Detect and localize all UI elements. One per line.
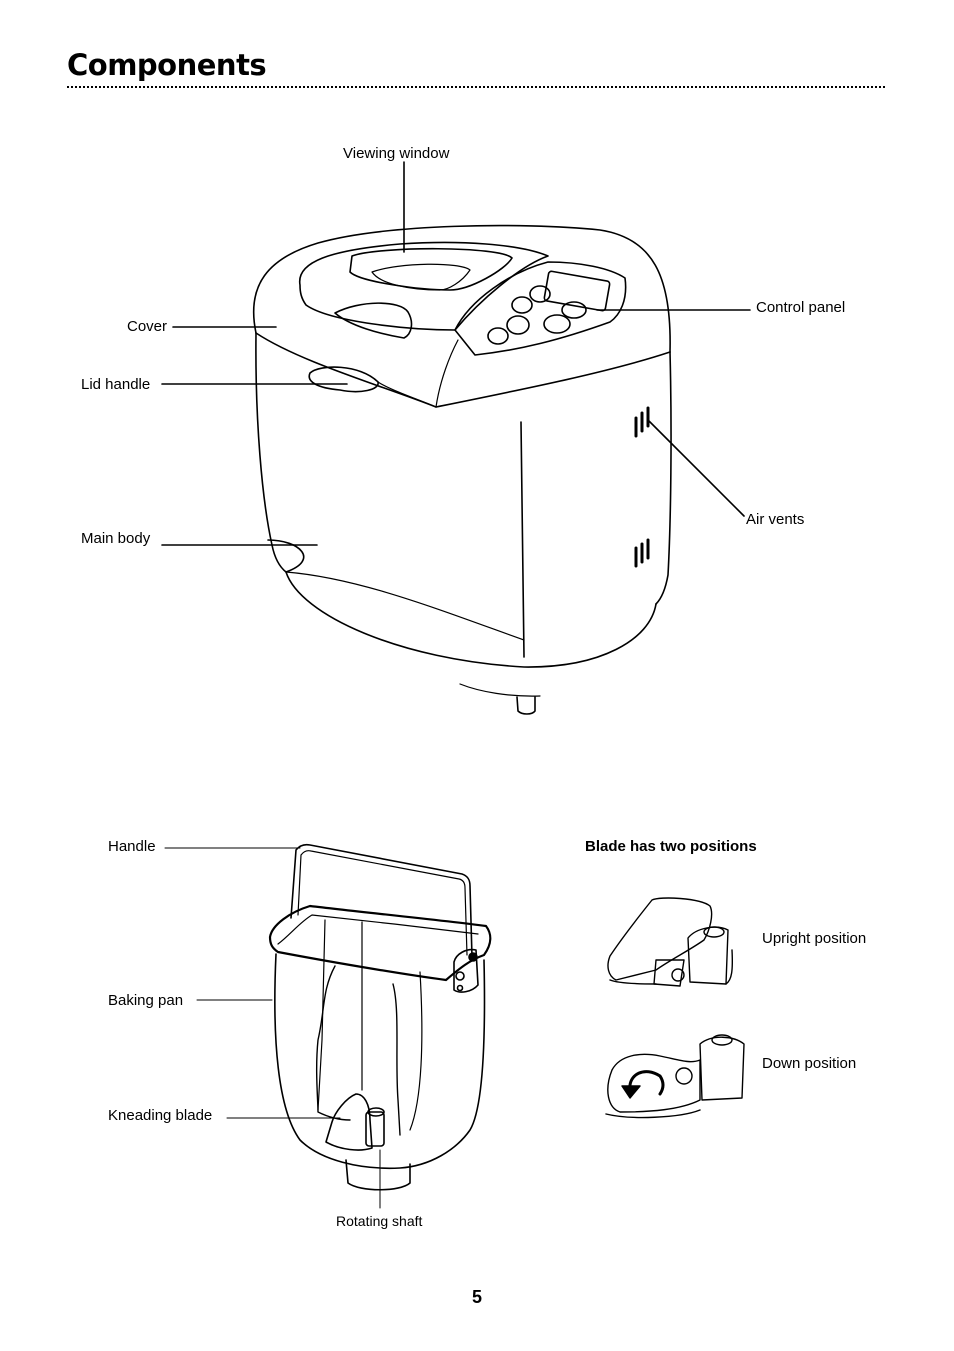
label-lid-handle: Lid handle [81, 376, 151, 393]
blade-positions-heading: Blade has two positions [585, 838, 757, 855]
label-air-vents: Air vents [746, 511, 805, 528]
label-cover: Cover [127, 318, 168, 335]
page-title: Components [67, 48, 267, 82]
page-number: 5 [471, 1287, 482, 1307]
label-main-body: Main body [81, 530, 151, 547]
label-control-panel: Control panel [756, 299, 846, 316]
blade-down-drawing [605, 1034, 745, 1119]
baking-pan-drawing [268, 843, 492, 1191]
label-down-position: Down position [762, 1055, 857, 1072]
label-baking-pan: Baking pan [108, 992, 184, 1009]
label-handle: Handle [108, 838, 156, 855]
dotted-divider [67, 86, 885, 88]
label-kneading-blade: Kneading blade [108, 1107, 213, 1124]
blade-upright-drawing [607, 897, 734, 987]
bread-machine-drawing [252, 224, 672, 715]
pan-leader-lines [164, 847, 381, 1209]
label-rotating-shaft: Rotating shaft [336, 1213, 423, 1229]
label-viewing-window: Viewing window [343, 145, 450, 162]
machine-leader-lines [161, 161, 751, 546]
label-upright-position: Upright position [762, 930, 867, 947]
